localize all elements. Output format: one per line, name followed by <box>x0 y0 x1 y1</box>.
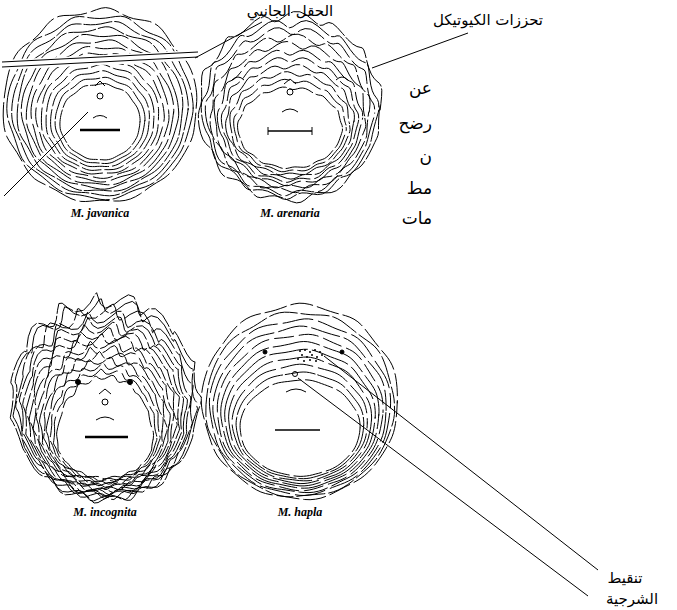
striation-line <box>54 369 157 480</box>
striation-line <box>232 364 367 481</box>
striation-line <box>36 340 174 490</box>
striation-line <box>41 58 158 174</box>
striation-line <box>7 16 193 200</box>
striation-line <box>44 352 168 486</box>
striation-line <box>214 42 366 188</box>
part-label: تحززات الكيوتيكل <box>433 11 543 29</box>
striation-line <box>206 312 395 497</box>
part-label: الشرجية <box>606 590 658 608</box>
striation-line <box>55 77 145 163</box>
striation-line <box>40 346 171 488</box>
striation-line <box>213 326 386 493</box>
striation-line <box>50 363 160 482</box>
striation-line <box>234 79 347 171</box>
striation-line <box>217 50 362 186</box>
text-fragment: ن <box>420 146 432 166</box>
striation-line <box>236 372 364 479</box>
striation-line <box>221 58 358 183</box>
striation-line <box>46 357 163 484</box>
species-name: M. arenaria <box>260 206 319 221</box>
striation-line <box>26 322 184 494</box>
text-fragment: رضح <box>398 113 432 133</box>
striation-line <box>36 53 165 178</box>
part-label: الحقل الجانبي <box>247 2 333 20</box>
striation-line <box>46 64 154 170</box>
striation-line <box>230 72 350 175</box>
species-name: M. incognita <box>73 505 136 520</box>
text-fragment: عن <box>409 78 432 98</box>
striation-line <box>240 380 360 477</box>
striation-line <box>51 71 150 167</box>
striation-line <box>17 27 183 191</box>
species-name: M. javanica <box>71 206 130 221</box>
striation-line <box>209 319 390 496</box>
striation-line <box>217 334 383 491</box>
striation-line <box>226 65 355 179</box>
striation-line <box>16 304 193 500</box>
part-label: تنقيط <box>607 569 642 587</box>
text-fragment: مط <box>407 178 432 198</box>
striation-line <box>201 303 397 500</box>
species-name: M. hapla <box>278 505 323 520</box>
striation-line <box>33 334 177 491</box>
striation-line <box>3 8 197 202</box>
striation-line <box>60 84 140 160</box>
striation-line <box>238 87 343 169</box>
text-fragment: مات <box>402 208 432 228</box>
striation-line <box>10 293 201 503</box>
striation-line <box>23 317 188 497</box>
striation-line <box>12 22 189 196</box>
striation-line <box>57 375 154 479</box>
striation-line <box>221 342 379 489</box>
striation-line <box>29 328 179 493</box>
striation-line <box>198 12 381 203</box>
striation-line <box>225 349 376 486</box>
